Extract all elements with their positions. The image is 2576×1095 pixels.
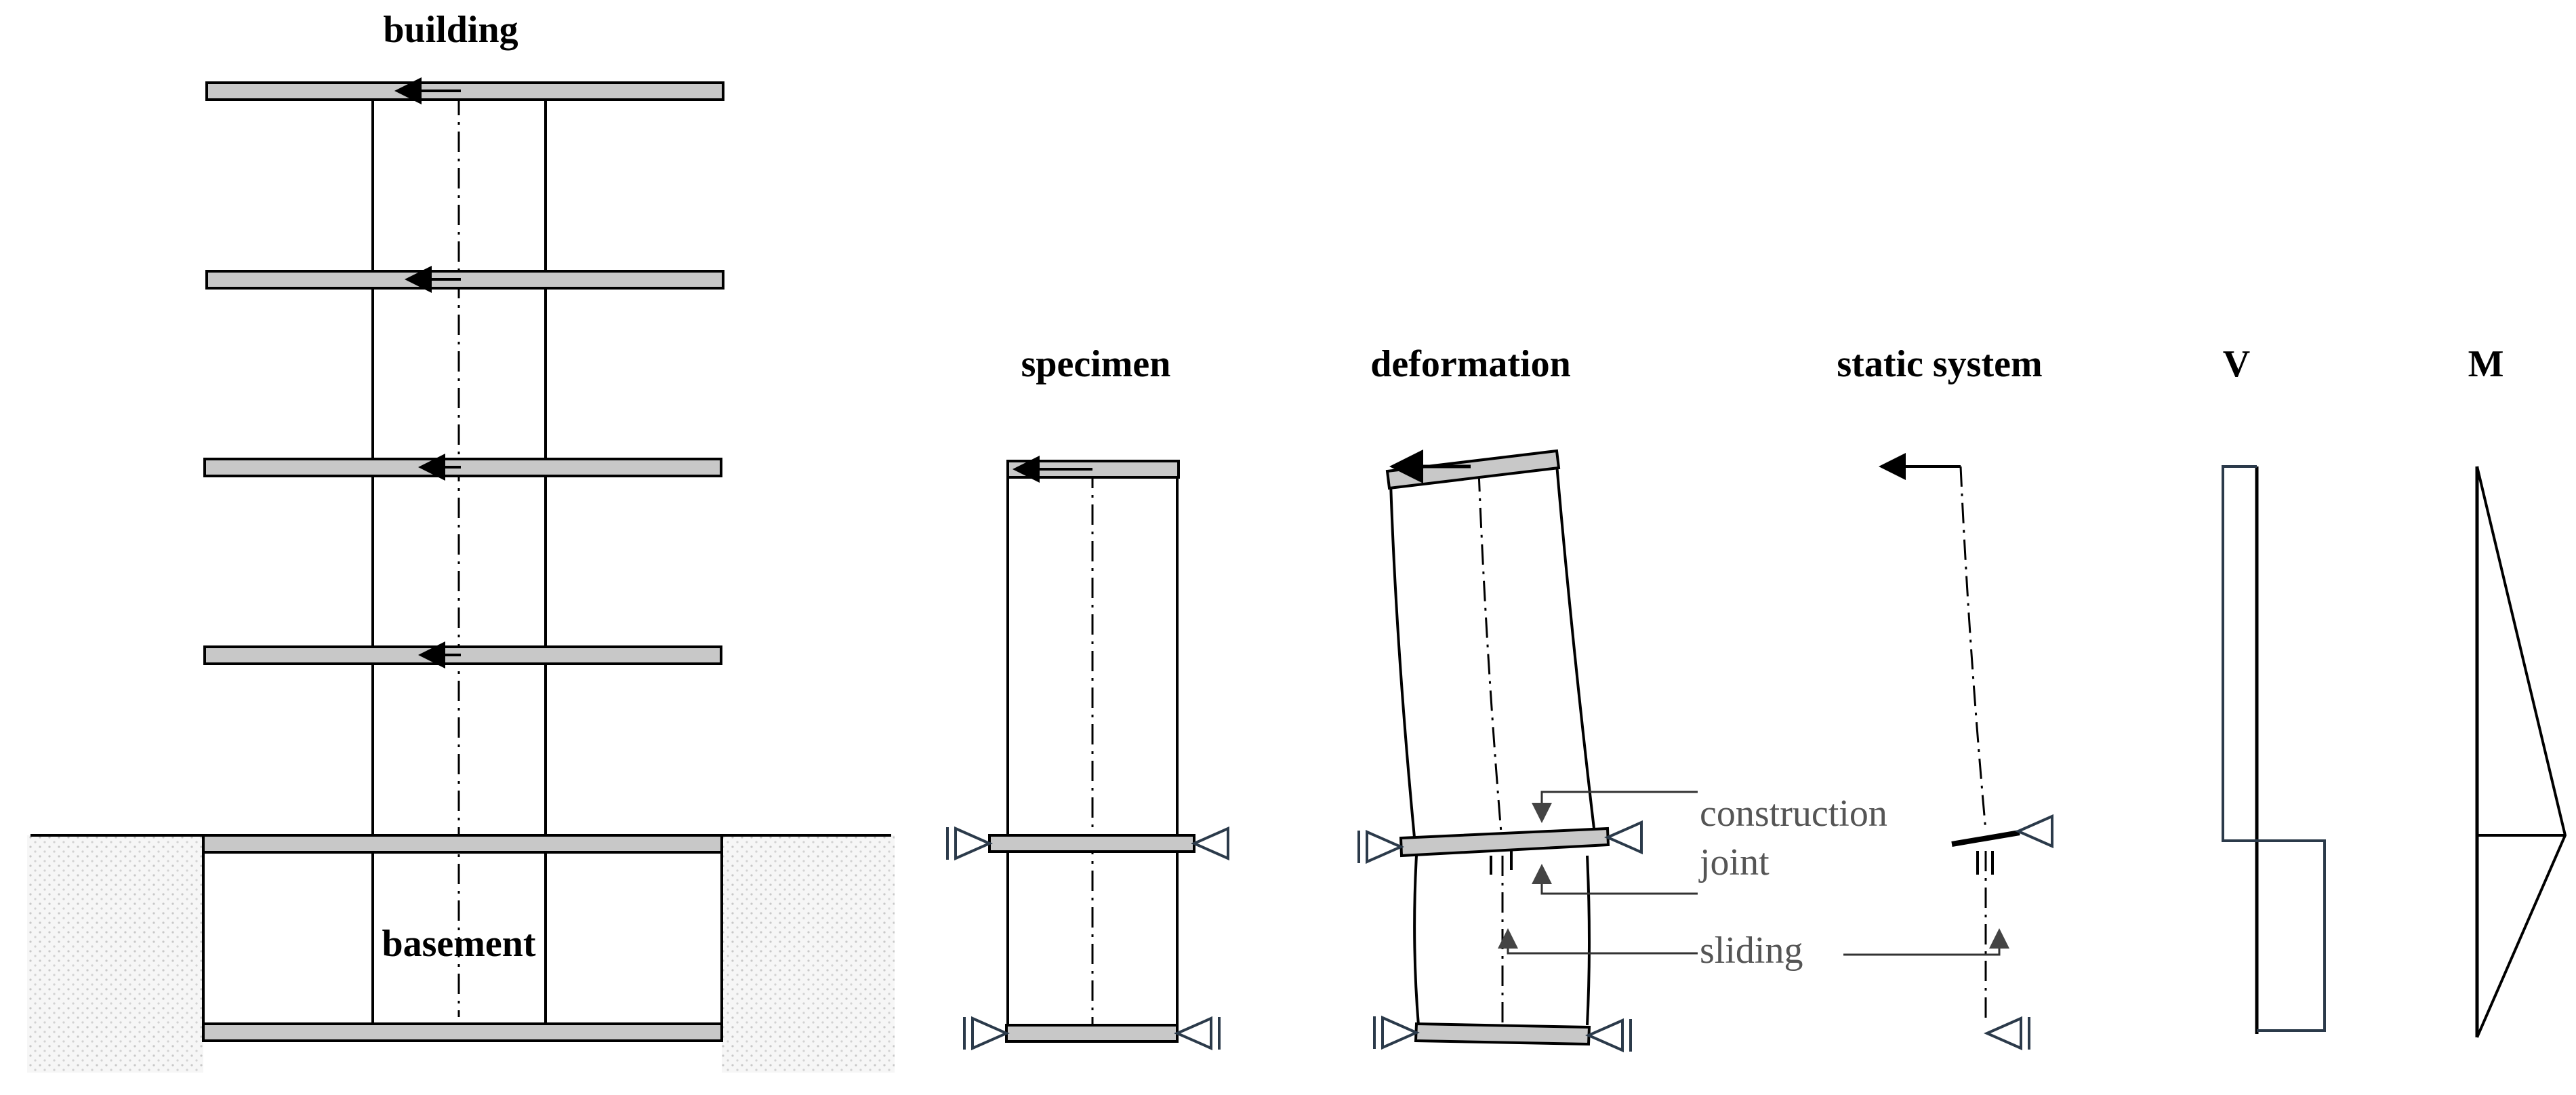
- deformation-panel: deformation: [1357, 343, 1887, 1053]
- deformation-support-bottom-left: [1373, 1015, 1420, 1050]
- sliding-label: sliding: [1700, 930, 1803, 972]
- moment-diagram-title: M: [2468, 343, 2504, 385]
- building-slab-roof: [205, 81, 724, 101]
- shear-diagram-title: V: [2223, 343, 2250, 385]
- static-system-joint-bar: [1951, 830, 2020, 847]
- building-slab-floor-3: [205, 270, 724, 290]
- basement-label: basement: [382, 923, 535, 965]
- deformed-center-axis-upper: [1477, 471, 1502, 833]
- building-slab-floor-1: [203, 645, 722, 665]
- building-slab-basement: [202, 1022, 723, 1042]
- deformed-wall-left: [1389, 482, 1416, 838]
- specimen-support-middle-right: [1191, 826, 1229, 861]
- joint-leader-upper: [1532, 791, 1698, 823]
- static-system-panel: static system: [1837, 343, 2053, 1051]
- specimen-slab-bottom: [1005, 1024, 1179, 1043]
- soil-right: [722, 835, 895, 1073]
- deformation-support-joint-left: [1357, 829, 1404, 864]
- joint-leader-lower: [1532, 864, 1698, 895]
- specimen-support-bottom-right: [1174, 1016, 1221, 1051]
- specimen-support-middle-left: [946, 826, 993, 861]
- specimen-panel: specimen: [946, 343, 1229, 1051]
- construction-joint-label-line1: construction: [1700, 793, 1887, 835]
- building-panel: building basement: [27, 9, 895, 1073]
- static-system-support-joint: [2015, 814, 2053, 849]
- building-slab-ground: [202, 834, 723, 854]
- moment-diagram-outline: [2476, 466, 2567, 1038]
- deformation-title: deformation: [1370, 343, 1571, 385]
- soil-left: [27, 835, 203, 1073]
- deformation-support-joint-right: [1604, 820, 1643, 855]
- sliding-leader-deformation: [1498, 928, 1698, 955]
- static-system-support-bottom: [1984, 1016, 2030, 1051]
- building-slab-floor-2: [203, 458, 722, 477]
- shear-diagram-upper: [2222, 465, 2257, 842]
- deformed-lower-wall-right: [1586, 855, 1591, 1026]
- shear-diagram-panel: V: [2222, 343, 2326, 1034]
- static-system-title: static system: [1837, 343, 2042, 385]
- deformed-slab-top: [1385, 449, 1561, 490]
- deformed-lower-wall-left: [1413, 855, 1420, 1026]
- deformation-support-bottom-right: [1585, 1018, 1632, 1053]
- deformed-wall-right: [1555, 464, 1595, 829]
- deformed-slab-bottom: [1414, 1022, 1591, 1046]
- building-title: building: [383, 9, 518, 51]
- deformed-slab-joint: [1399, 827, 1610, 858]
- sliding-leader-static: [1843, 928, 2009, 956]
- shear-diagram-lower: [2257, 839, 2326, 1032]
- specimen-support-bottom-left: [963, 1016, 1010, 1051]
- static-system-axis-upper: [1959, 466, 1987, 831]
- specimen-title: specimen: [1021, 343, 1171, 385]
- specimen-slab-middle: [988, 834, 1195, 853]
- moment-diagram-panel: M: [2468, 343, 2567, 1038]
- construction-joint-label-line2: joint: [1698, 841, 1770, 883]
